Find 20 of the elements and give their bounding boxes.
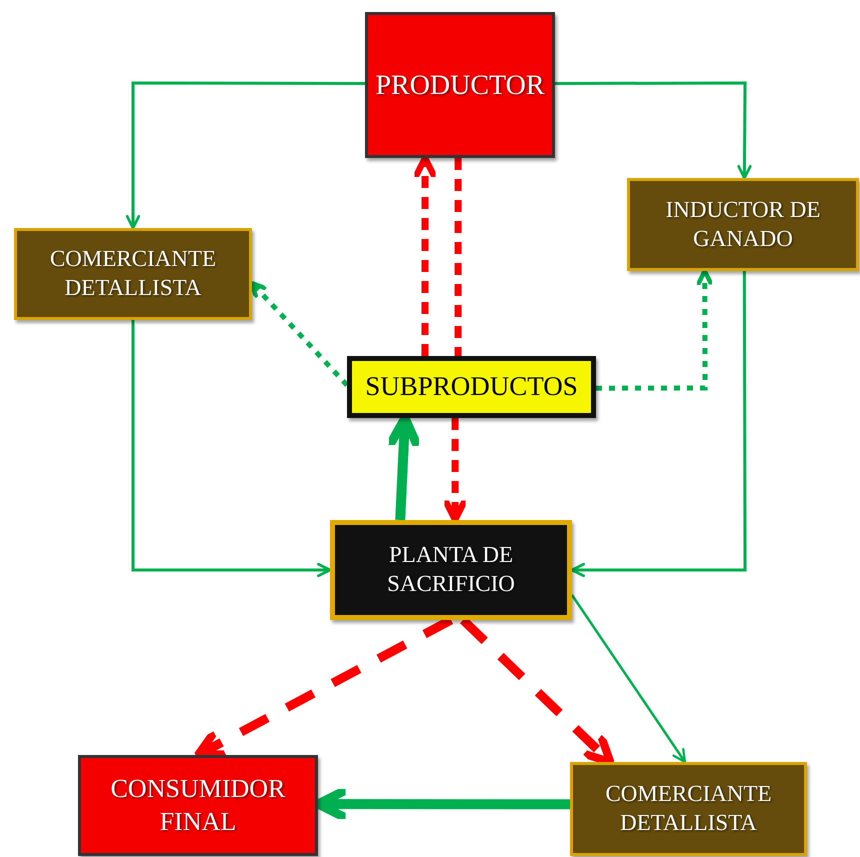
node-label: PLANTA DE SACRIFICIO xyxy=(386,541,516,598)
node-label: COMERCIANTE DETALLISTA xyxy=(604,780,773,837)
arrow xyxy=(570,271,746,578)
node-label: CONSUMIDOR FINAL xyxy=(110,773,286,838)
node-label: SUBPRODUCTOS xyxy=(365,370,578,404)
node-label: INDUCTOR DE GANADO xyxy=(664,196,822,252)
arrow xyxy=(596,268,714,391)
arrow xyxy=(555,82,752,180)
arrow xyxy=(126,82,365,230)
node-label: PRODUCTOR xyxy=(375,68,545,102)
node-label: COMERCIANTE DETALLISTA xyxy=(48,245,218,302)
process-box xyxy=(330,520,572,620)
process-box xyxy=(570,762,807,856)
arrow xyxy=(570,594,686,764)
process-box xyxy=(365,12,555,158)
process-box xyxy=(78,755,318,856)
arrow xyxy=(132,320,332,578)
process-box xyxy=(14,228,252,320)
process-box xyxy=(347,356,596,418)
process-box xyxy=(627,178,859,271)
